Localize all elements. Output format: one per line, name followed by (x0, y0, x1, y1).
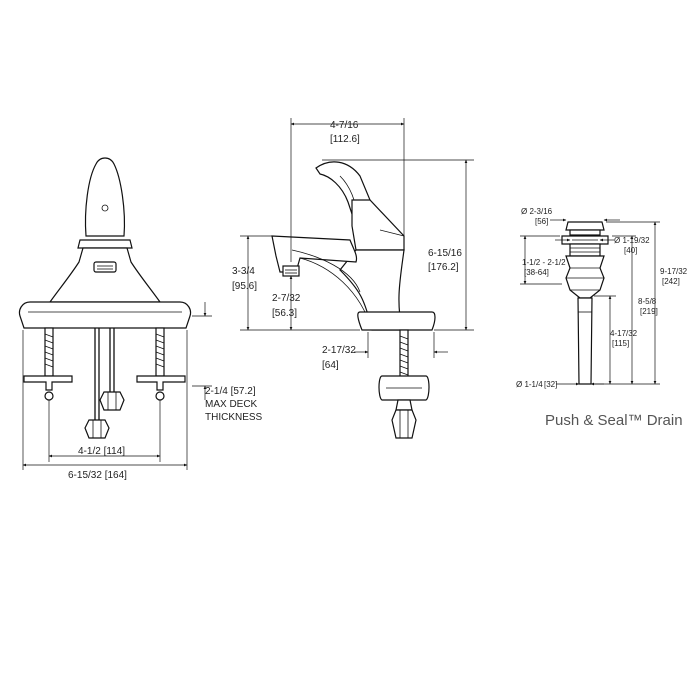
deck-thickness-note-1: MAX DECK (205, 399, 258, 410)
reach-label: 4-7/16 (330, 120, 359, 131)
drain-title: Push & Seal™ Drain (545, 412, 683, 429)
aerator-height-mm-label: [56.3] (272, 308, 297, 319)
spout-height-label: 3-3/4 (232, 266, 255, 277)
aerator-height-label: 2-7/32 (272, 293, 301, 304)
spout-height-mm-label: [95.6] (232, 281, 257, 292)
tail-diameter-label: Ø 1-1/4 (516, 380, 543, 389)
base-width-label: 2-17/32 (322, 345, 356, 356)
reach-mm-label: [112.6] (330, 134, 360, 145)
body-diameter-mm-label: [40] (624, 246, 637, 255)
front-view-dimensions (22, 302, 212, 470)
deck-thickness-label: 2-1/4 [57.2] (205, 386, 256, 397)
deck-thickness-note-2: THICKNESS (205, 412, 263, 423)
body-diameter-label: Ø 1-19/32 (614, 236, 650, 245)
drain-dimensions (520, 218, 660, 386)
tail-diameter-mm-label: [32] (544, 380, 557, 389)
side-view-dimensions (240, 118, 474, 358)
cap-diameter-label: Ø 2-3/16 (521, 207, 553, 216)
flange-range-mm-label: [38-64] (524, 268, 549, 277)
tail-length-mm-label: [115] (612, 339, 629, 348)
overall-length-mm-label: [242] (662, 277, 680, 286)
height-mm-label: [176.2] (428, 262, 459, 273)
side-view-faucet (271, 161, 436, 439)
flange-range-label: 1-1/2 - 2-1/2 (522, 258, 566, 267)
center-spacing-label: 4-1/2 [114] (78, 446, 125, 457)
cap-diameter-mm-label: [56] (535, 217, 548, 226)
base-width-mm-label: [64] (322, 360, 339, 371)
mid-length-mm-label: [219] (640, 307, 658, 316)
height-label: 6-15/16 (428, 248, 462, 259)
tail-length-label: 4-17/32 (610, 329, 638, 338)
front-view-faucet (18, 157, 192, 439)
overall-length-label: 9-17/32 (660, 267, 688, 276)
push-seal-drain (561, 221, 609, 385)
mid-length-label: 8-5/8 (638, 297, 657, 306)
overall-width-label: 6-15/32 [164] (68, 470, 127, 481)
